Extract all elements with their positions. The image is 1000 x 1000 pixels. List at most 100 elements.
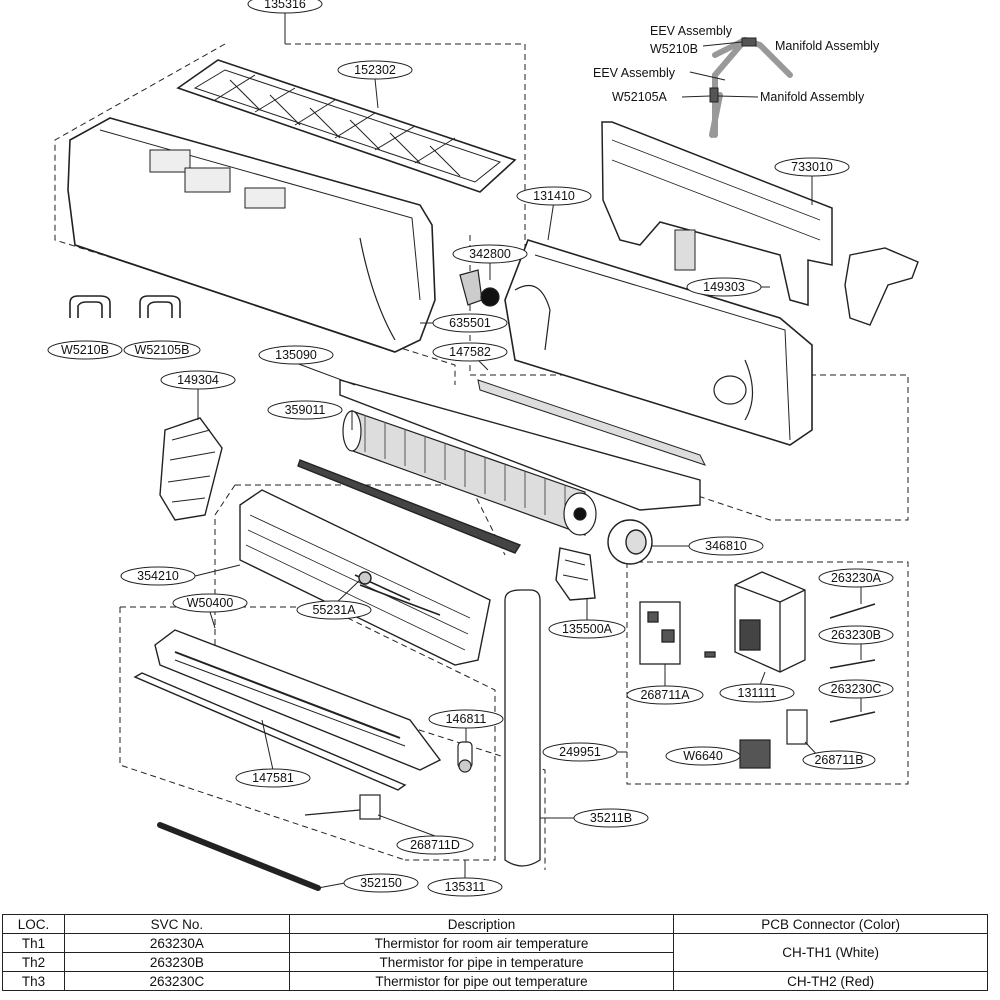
- callout-352150: 352150: [343, 873, 419, 893]
- callout-text: 352150: [360, 876, 402, 890]
- part-installation-plate: [601, 121, 833, 306]
- callout-55231A: 55231A: [296, 600, 372, 620]
- part-motor-cover: [459, 269, 500, 307]
- table-row: Th3 263230C Thermistor for pipe out temp…: [2, 971, 988, 991]
- callout-152302: 152302: [337, 60, 413, 80]
- callout-635501: 635501: [432, 313, 508, 333]
- annotation-manifold-assembly-1: Manifold Assembly: [775, 39, 880, 53]
- callout-W52105B: W52105B: [123, 340, 201, 360]
- exploded-parts-diagram: 135316 152302 131410 733010 342800 14930…: [47, 0, 919, 897]
- callout-text: 135311: [445, 880, 486, 894]
- callout-354210: 354210: [120, 566, 196, 586]
- callout-149303: 149303: [686, 277, 762, 297]
- part-drain-hose-guide: [159, 417, 223, 521]
- part-drain-pipe: [504, 589, 541, 867]
- annotation-w52105a: W52105A: [612, 90, 668, 104]
- table-cell-desc: Thermistor for pipe out temperature: [288, 971, 675, 991]
- callout-text: 346810: [705, 539, 747, 553]
- part-vane-strip: [297, 459, 522, 554]
- part-side-bracket: [844, 247, 919, 326]
- callout-text: W52105B: [135, 343, 190, 357]
- callout-268711D: 268711D: [396, 835, 474, 855]
- table-cell-desc: Thermistor for room air temperature: [288, 933, 675, 953]
- table-cell-svc: 263230A: [63, 933, 290, 953]
- table-header: Description: [288, 914, 675, 934]
- table-cell-conn: CH-TH2 (Red): [673, 971, 988, 991]
- callout-text: 733010: [791, 160, 833, 174]
- callout-text: W5210B: [61, 343, 109, 357]
- part-main-chassis: [477, 239, 813, 466]
- callout-text: 354210: [137, 569, 179, 583]
- callout-text: 268711A: [640, 688, 690, 702]
- table-cell-loc: Th3: [2, 971, 65, 991]
- part-connecting-cable: [157, 822, 321, 891]
- callout-35211B: 35211B: [573, 808, 649, 828]
- callout-text: 263230C: [831, 682, 882, 696]
- callout-text: W50400: [187, 596, 234, 610]
- callout-text: 131111: [738, 686, 777, 700]
- table-header: PCB Connector (Color): [673, 914, 988, 934]
- callout-359011: 359011: [267, 400, 343, 420]
- callout-text: 147581: [252, 771, 294, 785]
- part-terminal-block: [739, 739, 771, 769]
- part-evaporator: [239, 489, 491, 666]
- callout-146811: 146811: [428, 709, 504, 729]
- table-cell-svc: 263230B: [63, 952, 290, 972]
- annotation-manifold-assembly-2: Manifold Assembly: [760, 90, 865, 104]
- table-header-row: LOC. SVC No. Description PCB Connector (…: [2, 914, 988, 934]
- callout-text: 35211B: [590, 811, 632, 825]
- callout-346810: 346810: [688, 536, 764, 556]
- table-cell-loc: Th1: [2, 933, 65, 953]
- callout-text: 263230B: [831, 628, 881, 642]
- callout-131111: 131111: [719, 683, 795, 703]
- callout-263230C: 263230C: [818, 679, 894, 699]
- callout-labels: 135316 152302 131410 733010 342800 14930…: [47, 0, 894, 897]
- callout-text: 146811: [446, 712, 487, 726]
- table-header: LOC.: [2, 914, 65, 934]
- callout-147582: 147582: [432, 342, 508, 362]
- part-thermistor-sensor: [304, 794, 381, 820]
- part-small-pcb: [786, 709, 808, 745]
- callout-text: 359011: [285, 403, 326, 417]
- callout-268711B: 268711B: [802, 750, 876, 770]
- callout-135090: 135090: [258, 345, 334, 365]
- callout-text: 342800: [469, 247, 511, 261]
- callout-135500A: 135500A: [548, 619, 626, 639]
- part-thermistors: [829, 603, 876, 723]
- part-stepper-motor: [457, 741, 473, 773]
- callout-text: 149303: [703, 280, 745, 294]
- eev-annotations: EEV Assembly W5210B Manifold Assembly EE…: [593, 24, 880, 104]
- table-cell-svc: 263230C: [63, 971, 290, 991]
- callout-text: 135500A: [562, 622, 613, 636]
- callout-text: 268711D: [410, 838, 460, 852]
- callout-149304: 149304: [160, 370, 236, 390]
- annotation-eev-assembly-2: EEV Assembly: [593, 66, 676, 80]
- callout-W50400: W50400: [172, 593, 248, 613]
- callout-text: 149304: [177, 373, 219, 387]
- part-drain-pan: [154, 629, 442, 771]
- callout-text: 147582: [449, 345, 491, 359]
- leader-lines: [194, 12, 862, 889]
- part-front-chassis: [67, 117, 436, 353]
- part-motor-cover-small: [555, 547, 596, 601]
- table-row: Th1 263230A Thermistor for room air temp…: [2, 933, 988, 972]
- callout-135316: 135316: [247, 0, 323, 14]
- callout-733010: 733010: [774, 157, 850, 177]
- part-front-louver: [133, 672, 407, 791]
- annotation-w5210b: W5210B: [650, 42, 698, 56]
- callout-135311: 135311: [427, 877, 503, 897]
- annotation-eev-assembly-1: EEV Assembly: [650, 24, 733, 38]
- callout-249951: 249951: [542, 742, 618, 762]
- callout-text: 249951: [559, 745, 601, 759]
- table-cell-conn: CH-TH1 (White): [673, 933, 988, 972]
- callout-263230A: 263230A: [818, 568, 894, 588]
- callout-W6640: W6640: [665, 746, 741, 766]
- callout-text: 135316: [264, 0, 306, 11]
- table-cell-desc: Thermistor for pipe in temperature: [288, 952, 675, 972]
- table-header: SVC No.: [63, 914, 290, 934]
- callout-147581: 147581: [235, 768, 311, 788]
- callout-text: W6640: [683, 749, 723, 763]
- callout-text: 635501: [449, 316, 491, 330]
- part-pcb-board: [639, 601, 716, 665]
- part-fan-bearing: [607, 519, 653, 565]
